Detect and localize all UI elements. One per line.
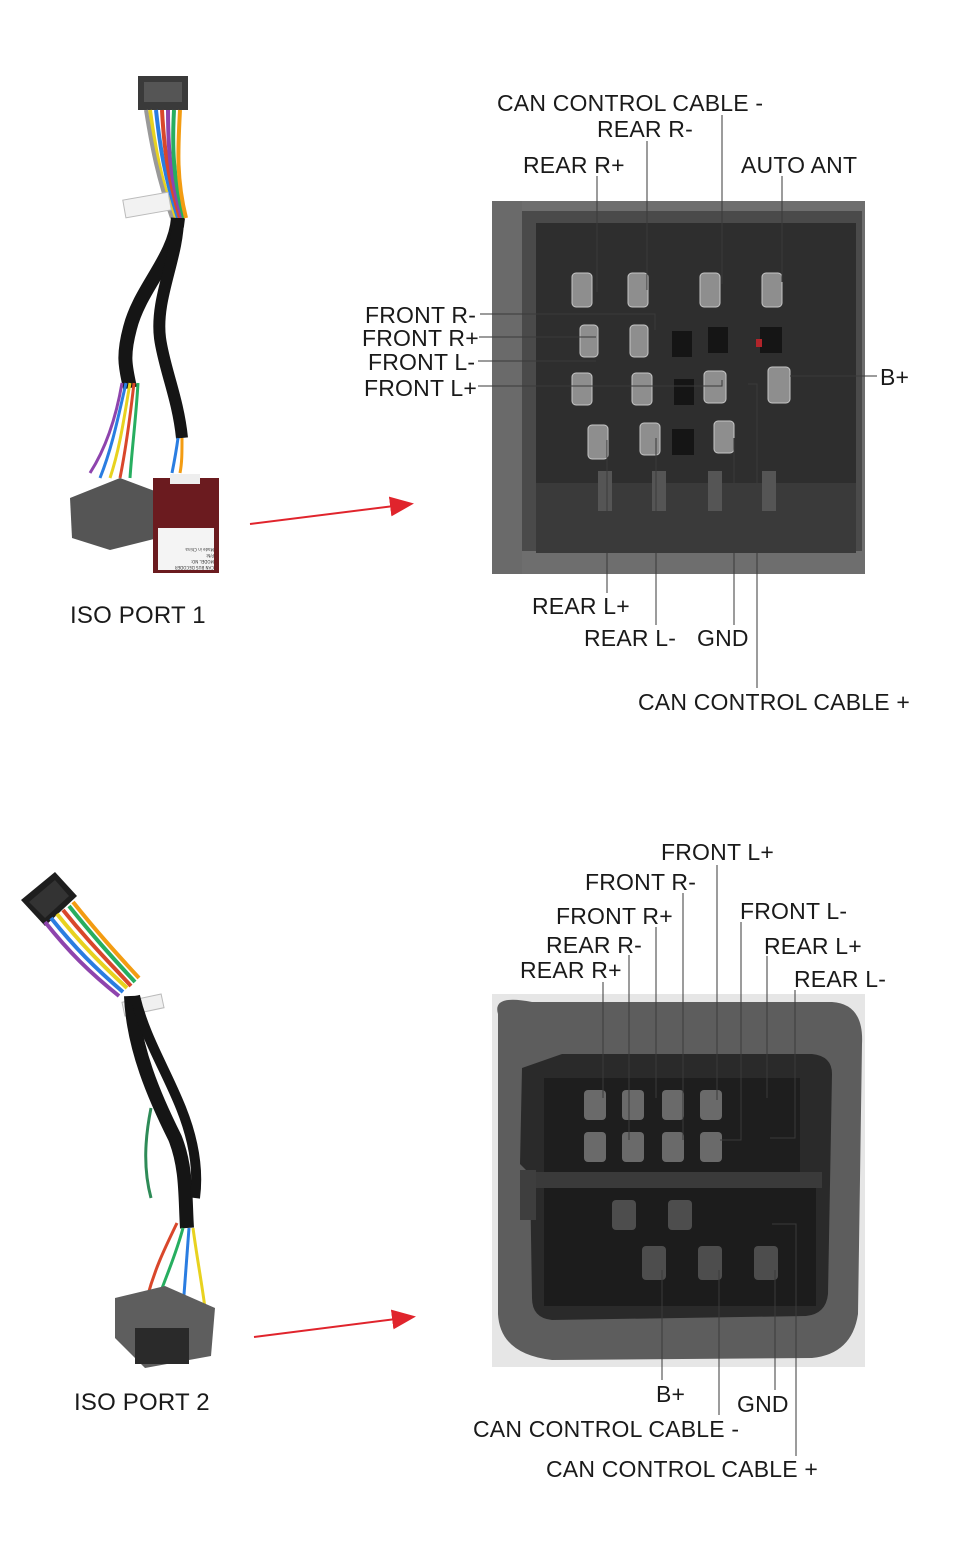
iso-port-1-title: ISO PORT 1 — [70, 602, 206, 629]
arrow-port-1 — [249, 496, 414, 525]
pin2-label-rear-r-minus: REAR R- — [546, 932, 642, 958]
pin-label-front-l-plus: FRONT L+ — [364, 375, 478, 401]
pin-label-front-r-minus: FRONT R- — [365, 302, 477, 328]
pin2-label-front-r-minus: FRONT R- — [585, 869, 697, 895]
decoder-label-line: P/N: — [205, 553, 214, 558]
arrow-port-2 — [253, 1309, 416, 1338]
pin-label-rear-r-plus: REAR R+ — [523, 152, 625, 178]
pin-label-can-control-cable-minus: CAN CONTROL CABLE - — [497, 90, 764, 116]
pin-label-front-l-minus: FRONT L- — [368, 349, 476, 375]
decoder-sticker: CAN BUS DECODER MODEL NO: P/N: Made in C… — [160, 530, 214, 570]
pin-label-gnd: GND — [697, 625, 749, 651]
pin2-label-b-plus: B+ — [656, 1381, 686, 1407]
pin2-label-front-r-plus: FRONT R+ — [556, 903, 673, 929]
pin-label-rear-l-minus: REAR L- — [584, 625, 677, 651]
pin2-label-front-l-minus: FRONT L- — [740, 898, 848, 924]
iso-port-2-connector-photo — [492, 994, 865, 1367]
decoder-label-line: CAN BUS DECODER — [174, 565, 214, 570]
pin2-label-can-control-cable-plus: CAN CONTROL CABLE + — [546, 1456, 818, 1482]
iso-port-1-harness-image — [60, 68, 260, 588]
iso-port-2-harness-image — [15, 868, 255, 1378]
pin2-label-can-control-cable-minus: CAN CONTROL CABLE - — [473, 1416, 740, 1442]
pin2-label-gnd: GND — [737, 1391, 789, 1417]
pin2-label-rear-l-minus: REAR L- — [794, 966, 887, 992]
iso-port-2-title: ISO PORT 2 — [74, 1389, 210, 1416]
pin-label-front-r-plus: FRONT R+ — [362, 325, 479, 351]
pin-label-can-control-cable-plus: CAN CONTROL CABLE + — [638, 689, 910, 715]
pin-label-rear-l-plus: REAR L+ — [532, 593, 630, 619]
pin2-label-rear-l-plus: REAR L+ — [764, 933, 862, 959]
iso-port-1-connector-photo — [492, 201, 865, 574]
pin-label-rear-r-minus: REAR R- — [597, 116, 693, 142]
pin2-label-rear-r-plus: REAR R+ — [520, 957, 622, 983]
pin-label-b-plus: B+ — [880, 364, 910, 390]
decoder-label-line: Made in China — [185, 547, 214, 552]
pin2-label-front-l-plus: FRONT L+ — [661, 839, 775, 865]
pin-label-auto-ant: AUTO ANT — [741, 152, 858, 178]
